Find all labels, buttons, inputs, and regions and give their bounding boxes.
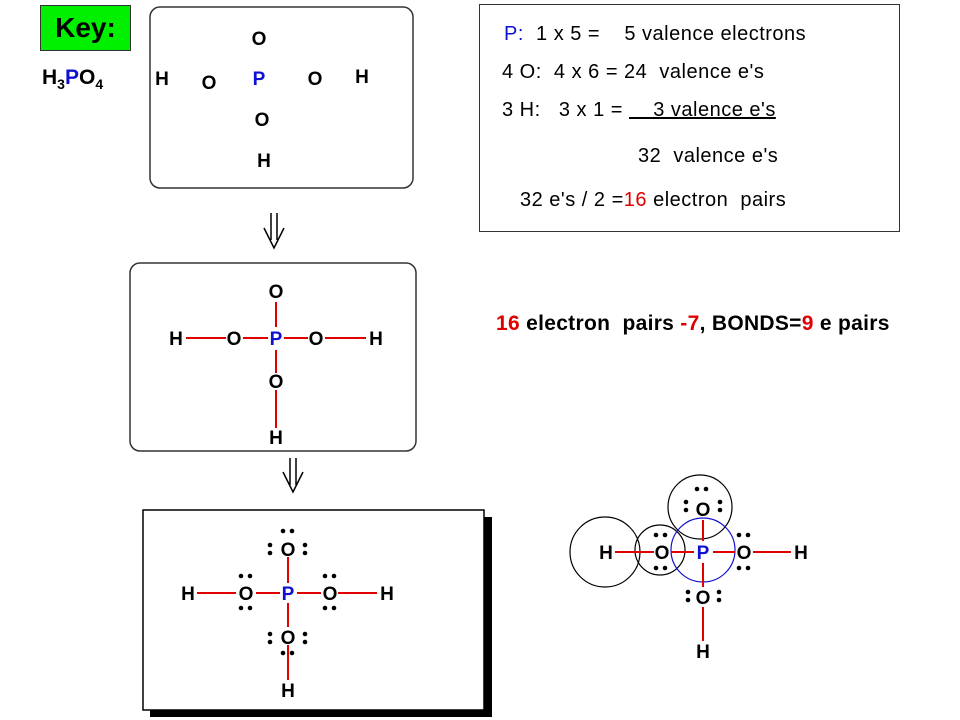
lone-pair-dots-octet <box>653 486 751 603</box>
atom-p: P <box>282 584 295 605</box>
atom-o-top: O <box>252 29 267 50</box>
atom-o-left: O <box>202 73 217 94</box>
atom-p: P <box>697 543 710 564</box>
atom-o-bottom: O <box>696 588 711 609</box>
molecular-formula: H3PO4 <box>42 66 104 93</box>
atom-o-right: O <box>308 69 323 90</box>
atom-h-right: H <box>355 67 369 88</box>
atom-o-top: O <box>696 500 711 521</box>
lone-pair-dots <box>238 528 337 656</box>
key-label: Key: <box>40 5 131 51</box>
atom-h-bottom: H <box>269 428 283 449</box>
bond-pairs-note: 16 electron pairs -7, BONDS=9 e pairs <box>496 312 890 335</box>
valence-calculation-box: P: 1 x 5 = 5 valence electrons 4 O: 4 x … <box>479 4 900 232</box>
atom-o-left: O <box>227 329 242 350</box>
atom-h-right: H <box>369 329 383 350</box>
atom-o-right: O <box>323 584 338 605</box>
atom-o-bottom: O <box>281 628 296 649</box>
atom-h-left: H <box>169 329 183 350</box>
atom-o-bottom: O <box>269 372 284 393</box>
atoms-box <box>149 6 414 189</box>
atom-o-top: O <box>281 540 296 561</box>
atom-h-bottom: H <box>257 151 271 172</box>
atom-h-right: H <box>380 584 394 605</box>
atom-o-left: O <box>655 543 670 564</box>
atom-h-left: H <box>599 543 613 564</box>
lewis-box <box>142 509 485 711</box>
atom-h-left: H <box>155 69 169 90</box>
atom-h-left: H <box>181 584 195 605</box>
atom-o-bottom: O <box>255 110 270 131</box>
skeleton-box <box>129 262 417 452</box>
atom-o-left: O <box>239 584 254 605</box>
atom-o-top: O <box>269 282 284 303</box>
atom-h-bottom: H <box>696 642 710 663</box>
atom-o-right: O <box>309 329 324 350</box>
atom-h-right: H <box>794 543 808 564</box>
atom-p: P <box>270 329 283 350</box>
double-down-arrow-icon <box>282 458 304 494</box>
double-down-arrow-icon <box>263 213 285 250</box>
octet-circles <box>569 474 736 588</box>
atom-p: P <box>253 69 266 90</box>
atom-o-right: O <box>737 543 752 564</box>
atom-h-bottom: H <box>281 681 295 702</box>
